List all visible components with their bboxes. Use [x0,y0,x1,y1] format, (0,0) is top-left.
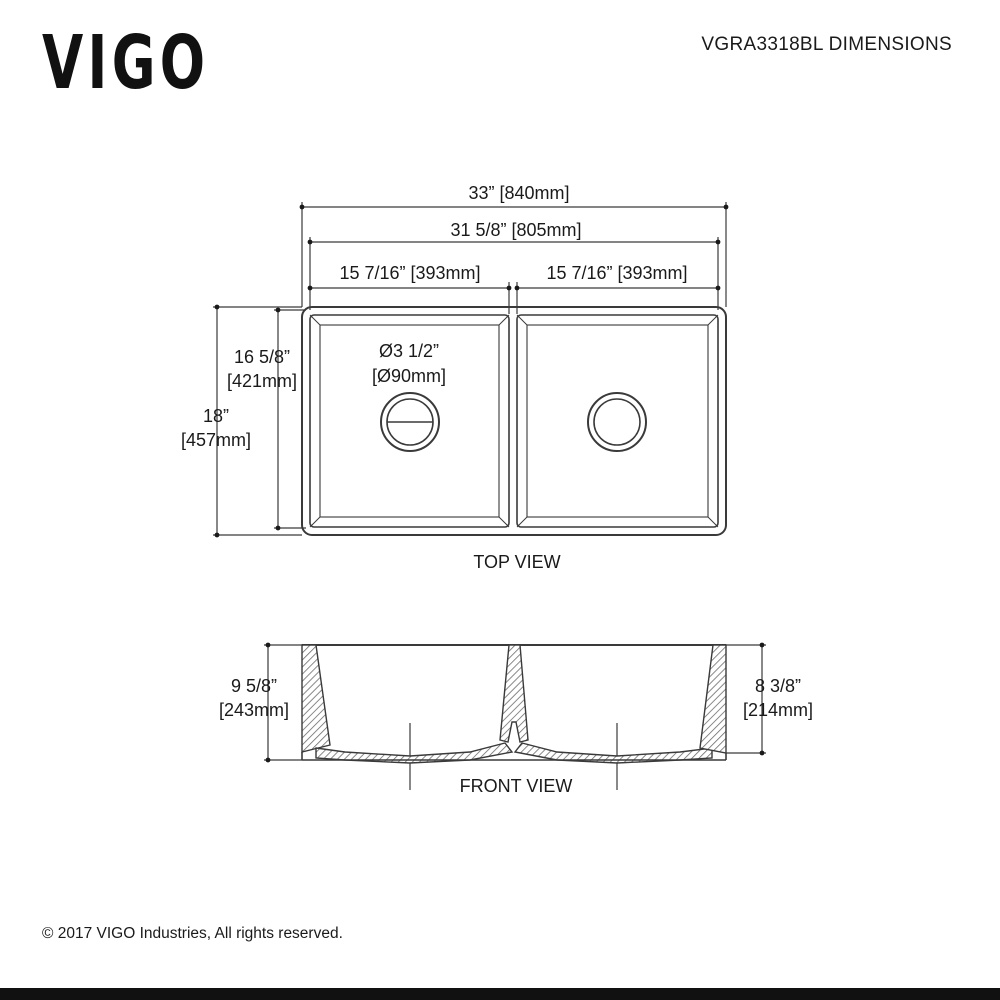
drain-right-icon [587,392,647,452]
right-bowl-width-label: 15 7/16” [393mm] [546,263,687,283]
vigo-logo: VIGO [42,20,210,106]
drain-size-label: Ø3 1/2” [379,341,439,361]
front-right-height-mm-label: [214mm] [743,700,813,720]
front-view-sink [301,644,727,764]
drain-left-icon [380,392,440,452]
front-right-height-label: 8 3/8” [755,676,801,696]
left-bowl-width-label: 15 7/16” [393mm] [339,263,480,283]
front-view-label: FRONT VIEW [460,776,573,796]
top-view-sink [301,306,727,536]
front-left-height-mm-label: [243mm] [219,700,289,720]
front-dimension-ticks [265,642,765,763]
inner-width-label: 31 5/8” [805mm] [450,220,581,240]
overall-depth-mm-label: [457mm] [181,430,251,450]
inner-depth-label: 16 5/8” [234,347,290,367]
copyright-text: © 2017 VIGO Industries, All rights reser… [42,925,343,942]
page-title: VGRA3318BL DIMENSIONS [701,34,952,55]
top-dimension-ticks [214,204,729,538]
overall-depth-label: 18” [203,406,229,426]
bottom-bar [0,988,1000,1000]
front-left-height-label: 9 5/8” [231,676,277,696]
top-dimension-lines [213,202,727,536]
inner-depth-mm-label: [421mm] [227,371,297,391]
drain-size-mm-label: [Ø90mm] [372,366,446,386]
overall-width-label: 33” [840mm] [468,183,569,203]
top-view-label: TOP VIEW [473,552,560,572]
